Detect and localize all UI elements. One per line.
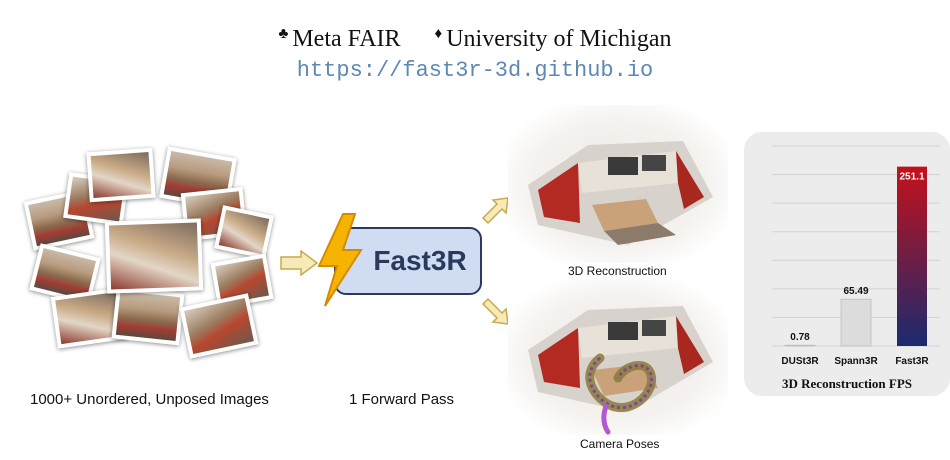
chart-category-label: Fast3R xyxy=(895,356,929,367)
reconstruction-render xyxy=(508,105,728,263)
lightning-icon xyxy=(317,213,363,307)
chart-value-label: 0.78 xyxy=(790,332,810,343)
camera-poses-render xyxy=(508,280,728,435)
meta-club-icon: ♣ xyxy=(278,26,289,42)
affiliation-meta: Meta FAIR xyxy=(292,26,401,52)
chart-bar-spann3r xyxy=(840,298,872,347)
arrow-icon xyxy=(481,297,509,325)
chart-title: 3D Reconstruction FPS xyxy=(782,376,912,391)
pass-caption: 1 Forward Pass xyxy=(349,391,455,408)
camera-caption: Camera Poses xyxy=(580,437,660,451)
input-photo xyxy=(213,205,275,259)
chart-category-label: DUSt3R xyxy=(781,356,819,367)
chart-bar-fast3r xyxy=(897,166,927,346)
michigan-diamond-icon: ♦ xyxy=(434,26,443,42)
chart-category-label: Spann3R xyxy=(834,356,878,367)
chart-value-label: 65.49 xyxy=(843,286,868,297)
fast3r-model-box: Fast3R xyxy=(334,227,482,295)
input-photo xyxy=(104,218,204,294)
chart-value-label: 251.1 xyxy=(899,172,924,183)
model-label: Fast3R xyxy=(373,245,467,276)
affiliation-michigan: University of Michigan xyxy=(446,26,672,52)
arrow-icon xyxy=(280,250,319,276)
arrow-icon xyxy=(481,197,509,225)
input-photo xyxy=(179,293,259,359)
input-photo xyxy=(111,286,185,346)
input-image-stack xyxy=(18,140,278,370)
chart-bar-dust3r xyxy=(784,344,816,347)
reconstruction-caption: 3D Reconstruction xyxy=(568,264,667,278)
affiliations: ♣Meta FAIR ♦University of Michigan xyxy=(0,26,950,53)
project-url[interactable]: https://fast3r-3d.github.io xyxy=(296,58,654,83)
input-caption: 1000+ Unordered, Unposed Images xyxy=(30,391,269,408)
input-photo xyxy=(86,147,156,203)
